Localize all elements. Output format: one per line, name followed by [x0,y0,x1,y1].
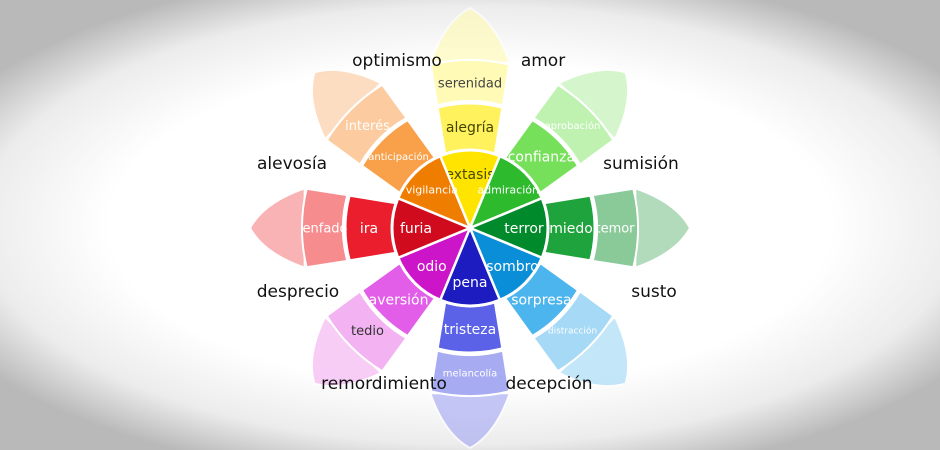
combination-label-desprecio: desprecio [257,282,339,302]
label-middle-confianza: confianza [508,149,575,165]
petal-outer-band-confianza [532,83,615,166]
label-inner-anticipacion: vigilancia [406,184,458,197]
petal-tip-ira [248,186,306,270]
ring-separator-2 [343,101,597,355]
label-middle-alegria: alegría [446,120,494,136]
label-outer-confianza: aprobación [545,120,601,132]
petal-outer-band-anticipacion [325,83,408,166]
combination-label-remordimiento: remordimiento [321,374,447,394]
petal-tip-alegria [428,6,512,64]
petal-outer-band-miedo [591,187,639,269]
label-inner-confianza: admiración [477,184,539,197]
label-outer-ira: enfado [303,222,348,237]
label-middle-miedo: miedo [549,221,593,237]
label-middle-sorpresa: sorpresa [511,292,571,308]
petal-outer-band-aversion [325,290,408,373]
petal-outer-band-tristeza [429,349,511,397]
petal-outer-band-ira [301,187,349,269]
label-inner-sorpresa: asombro [478,259,539,275]
label-middle-aversion: aversión [369,292,429,308]
combination-label-susto: susto [631,282,677,302]
petal-tip-confianza [557,68,630,141]
petal-sorpresa: asombro sorpresa distracción [467,225,630,388]
petal-outer-band-sorpresa [532,290,615,373]
petal-tip-sorpresa [557,315,630,388]
label-outer-aversion: tedio [351,324,384,339]
label-inner-tristeza: pena [453,275,488,291]
label-outer-anticipacion: interés [345,119,390,134]
label-inner-alegria: extasis [445,167,494,183]
label-middle-tristeza: tristeza [444,322,496,338]
petal-anticipacion: vigilancia anticipación interés [310,68,473,231]
label-outer-sorpresa: distracción [548,326,597,337]
combination-label-optimismo: optimismo [352,51,442,71]
petal-outer-band-alegria [429,59,511,107]
petal-alegria: extasis alegría serenidad [428,6,512,232]
combination-label-decepcion: decepción [505,374,592,394]
combination-label-amor: amor [521,51,565,71]
combination-label-alevosia: alevosía [257,154,327,174]
label-middle-ira: ira [360,221,378,237]
petal-tip-tristeza [428,392,512,450]
label-outer-miedo: temor [595,222,635,237]
petal-ira: furia ira enfado [248,186,474,270]
label-outer-alegria: serenidad [438,77,502,92]
petal-tip-miedo [634,186,692,270]
petal-tip-anticipacion [310,68,383,141]
label-middle-anticipacion: anticipación [368,151,429,163]
label-inner-ira: furia [400,221,432,237]
label-inner-aversion: odio [417,259,447,275]
petal-tip-aversion [310,315,383,388]
ring-separator-1 [390,148,550,308]
label-outer-tristeza: melancolía [443,368,497,380]
label-inner-miedo: terror [504,221,544,237]
combination-label-sumision: sumisión [603,154,679,174]
petal-tristeza: pena tristeza melancolía [428,224,512,450]
